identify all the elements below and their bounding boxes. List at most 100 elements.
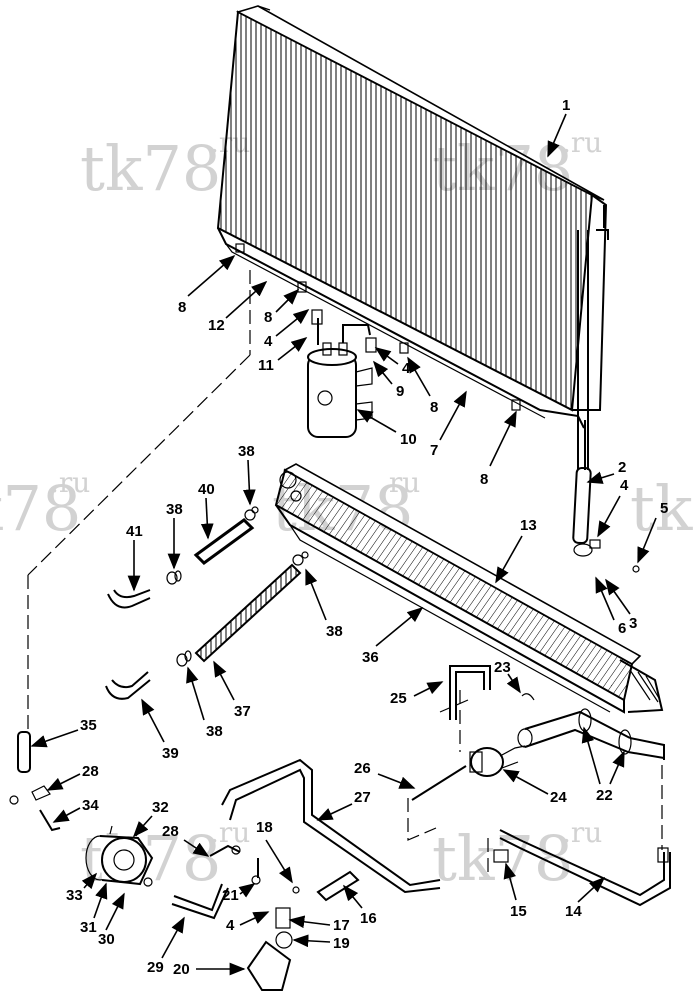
svg-text:24: 24 bbox=[550, 789, 567, 806]
svg-text:23: 23 bbox=[494, 659, 511, 676]
callout-4-hose: 4 bbox=[597, 477, 629, 538]
svg-text:2: 2 bbox=[618, 459, 626, 476]
callout-18: 18 bbox=[256, 819, 293, 884]
svg-text:22: 22 bbox=[596, 787, 613, 804]
svg-text:25: 25 bbox=[390, 690, 407, 707]
svg-text:.ru: .ru bbox=[210, 816, 250, 849]
svg-text:15: 15 bbox=[510, 903, 527, 920]
callout-40: 40 bbox=[198, 481, 215, 540]
callout-6: 6 bbox=[595, 576, 626, 637]
watermark-middle-right: tk78 bbox=[630, 472, 694, 545]
callout-38-top: 38 bbox=[238, 443, 256, 506]
callout-27: 27 bbox=[316, 789, 371, 821]
callout-22: 22 bbox=[581, 726, 625, 804]
svg-text:29: 29 bbox=[147, 959, 164, 976]
svg-text:tk78: tk78 bbox=[80, 132, 221, 205]
svg-text:32: 32 bbox=[152, 799, 169, 816]
svg-text:6: 6 bbox=[618, 620, 626, 637]
watermark-group: tk78 .ru tk78 .ru tk78 .ru tk78 .ru tk78… bbox=[0, 126, 694, 895]
callout-17: 17 bbox=[288, 915, 350, 934]
svg-text:.ru: .ru bbox=[562, 126, 602, 159]
callout-39: 39 bbox=[141, 698, 179, 762]
callout-31: 31 bbox=[80, 882, 108, 936]
callout-5: 5 bbox=[637, 500, 668, 564]
callout-28-left: 28 bbox=[46, 763, 99, 791]
svg-text:38: 38 bbox=[326, 623, 343, 640]
callout-2: 2 bbox=[586, 459, 626, 484]
svg-text:4: 4 bbox=[264, 333, 273, 350]
svg-text:.ru: .ru bbox=[380, 466, 420, 499]
callout-38-left: 38 bbox=[166, 501, 183, 570]
callout-26: 26 bbox=[354, 760, 416, 789]
callout-8-b: 8 bbox=[264, 288, 300, 326]
callout-4-bottom: 4 bbox=[226, 911, 270, 934]
svg-text:39: 39 bbox=[162, 745, 179, 762]
watermark-middle-left: tk78 .ru bbox=[0, 466, 90, 545]
svg-text:12: 12 bbox=[208, 317, 225, 334]
condenser-drawing bbox=[216, 5, 609, 470]
svg-text:8: 8 bbox=[178, 299, 186, 316]
callout-38-right: 38 bbox=[305, 568, 343, 640]
svg-text:17: 17 bbox=[333, 917, 350, 934]
svg-text:8: 8 bbox=[430, 399, 438, 416]
svg-text:4: 4 bbox=[226, 917, 235, 934]
callout-16: 16 bbox=[342, 884, 377, 927]
hoses-and-lines bbox=[9, 270, 671, 991]
svg-text:38: 38 bbox=[238, 443, 255, 460]
svg-text:36: 36 bbox=[362, 649, 379, 666]
svg-text:27: 27 bbox=[354, 789, 371, 806]
svg-text:28: 28 bbox=[82, 763, 99, 780]
callout-7: 7 bbox=[430, 390, 467, 459]
callout-32: 32 bbox=[132, 799, 169, 838]
svg-text:40: 40 bbox=[198, 481, 215, 498]
callout-41: 41 bbox=[126, 523, 143, 592]
callout-13: 13 bbox=[495, 517, 537, 584]
callout-35: 35 bbox=[30, 717, 97, 748]
svg-text:7: 7 bbox=[430, 442, 438, 459]
callout-8-d: 8 bbox=[480, 410, 517, 488]
callout-4-condenser-b: 4 bbox=[374, 347, 411, 377]
svg-text:28: 28 bbox=[162, 823, 179, 840]
evaporator-drawing bbox=[274, 463, 664, 714]
svg-text:38: 38 bbox=[166, 501, 183, 518]
svg-text:20: 20 bbox=[173, 961, 190, 978]
expansion-valve-drawing bbox=[469, 708, 665, 850]
svg-text:37: 37 bbox=[234, 703, 251, 720]
svg-text:1: 1 bbox=[562, 97, 570, 114]
callout-4-condenser-a: 4 bbox=[264, 308, 310, 350]
callout-36: 36 bbox=[362, 606, 424, 666]
receiver-drier-drawing bbox=[307, 309, 377, 438]
svg-text:11: 11 bbox=[258, 357, 274, 374]
callout-15: 15 bbox=[503, 862, 527, 920]
svg-text:tk78: tk78 bbox=[0, 472, 81, 545]
callout-37: 37 bbox=[213, 660, 251, 720]
callout-3: 3 bbox=[605, 578, 637, 632]
svg-text:8: 8 bbox=[480, 471, 488, 488]
svg-text:4: 4 bbox=[402, 360, 411, 377]
callout-8-a: 8 bbox=[178, 254, 236, 316]
callout-10: 10 bbox=[356, 409, 417, 448]
watermark-bottom-right: tk78 .ru bbox=[432, 816, 602, 895]
svg-text:18: 18 bbox=[256, 819, 273, 836]
svg-text:4: 4 bbox=[620, 477, 629, 494]
svg-text:8: 8 bbox=[264, 309, 272, 326]
svg-text:9: 9 bbox=[396, 383, 404, 400]
svg-text:.ru: .ru bbox=[50, 466, 90, 499]
callout-38-bottom: 38 bbox=[186, 666, 223, 740]
svg-text:3: 3 bbox=[629, 615, 637, 632]
svg-text:10: 10 bbox=[400, 431, 417, 448]
callout-12: 12 bbox=[208, 280, 268, 334]
callout-30: 30 bbox=[98, 892, 125, 948]
svg-text:33: 33 bbox=[66, 887, 83, 904]
callout-33: 33 bbox=[66, 872, 98, 904]
callout-21: 21 bbox=[222, 883, 256, 904]
callout-20: 20 bbox=[173, 961, 246, 978]
callout-1: 1 bbox=[547, 97, 570, 158]
svg-text:41: 41 bbox=[126, 523, 143, 540]
svg-text:35: 35 bbox=[80, 717, 97, 734]
callout-34: 34 bbox=[52, 797, 99, 823]
svg-text:34: 34 bbox=[82, 797, 99, 814]
callout-14: 14 bbox=[565, 876, 606, 920]
svg-text:16: 16 bbox=[360, 910, 377, 927]
